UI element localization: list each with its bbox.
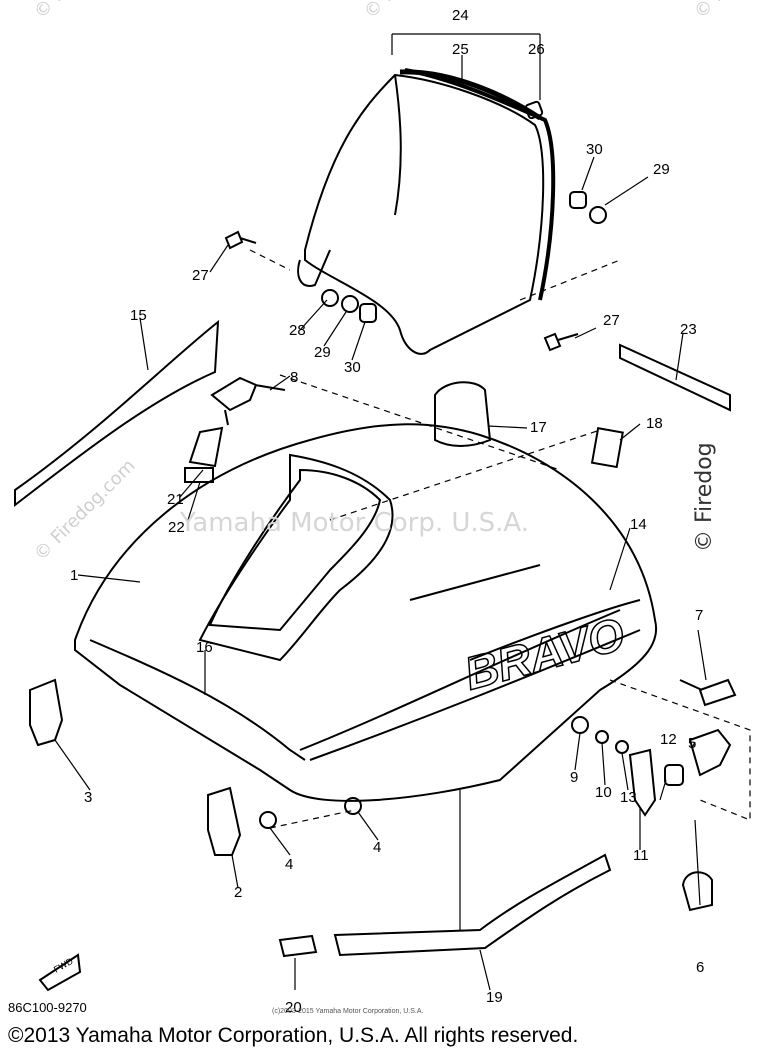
washer-part	[321, 289, 339, 307]
washer-part	[341, 295, 359, 313]
callout-number: 10	[595, 784, 612, 801]
copyright-notice: ©2013 Yamaha Motor Corporation, U.S.A. A…	[8, 1024, 579, 1047]
side-decal	[14, 319, 220, 508]
callout-number: 4	[373, 839, 382, 856]
callout-number: 12	[660, 731, 677, 748]
callout-number: 21	[167, 491, 184, 508]
emblem-part	[590, 427, 624, 469]
callout-number: 14	[630, 516, 647, 533]
bracket-part	[210, 376, 286, 426]
callout-number: 22	[168, 519, 185, 536]
callout-number: 9	[570, 769, 579, 786]
callout-number: 29	[653, 161, 670, 178]
nut-part	[569, 191, 587, 209]
callout-number: 24	[452, 7, 469, 24]
callout-number: 8	[290, 369, 299, 386]
callout-number: 30	[344, 359, 361, 376]
callout-number: 26	[528, 41, 545, 58]
callout-number: 27	[603, 312, 620, 329]
callout-number: 18	[646, 415, 663, 432]
callout-number: 27	[192, 267, 209, 284]
windshield	[297, 68, 556, 355]
small-copyright: (c)2003-2015 Yamaha Motor Corporation, U…	[272, 1008, 424, 1015]
callout-number: 3	[84, 789, 93, 806]
knob-part	[681, 871, 713, 912]
leader-lines	[54, 33, 751, 991]
washer-part	[589, 206, 607, 224]
watermark: © Firedog	[692, 442, 717, 552]
screw-part	[543, 332, 579, 352]
latch-part	[688, 728, 732, 777]
clip-part	[524, 100, 544, 120]
latch-part	[679, 678, 737, 707]
callout-number: 1	[70, 567, 79, 584]
panel-part	[434, 381, 492, 447]
spacer-part	[664, 764, 684, 786]
washer-part	[595, 730, 609, 744]
callout-number: 13	[620, 789, 637, 806]
callout-number: 20	[285, 999, 302, 1016]
callout-number: 11	[633, 847, 649, 864]
hood	[74, 423, 658, 802]
hinge-part	[207, 786, 242, 856]
block-part	[278, 934, 318, 958]
part-number: 86C100-9270	[8, 1000, 87, 1015]
callout-number: 16	[196, 639, 213, 656]
grommet-part	[344, 797, 362, 815]
callout-number: 2	[234, 884, 243, 901]
washer-part	[615, 740, 629, 754]
callout-number: 5	[688, 735, 697, 752]
callout-number: 28	[289, 322, 306, 339]
seal-strip	[333, 853, 612, 957]
callout-number: 23	[680, 321, 697, 338]
callout-number: 17	[530, 419, 547, 436]
callout-number: 30	[586, 141, 603, 158]
fwd-arrow-icon	[38, 953, 82, 992]
callout-number: 6	[696, 959, 705, 976]
watermark: Yamaha Motor Corp. U.S.A.	[180, 508, 530, 538]
callout-number: 25	[452, 41, 469, 58]
callout-number: 7	[695, 607, 704, 624]
pad-part	[184, 467, 214, 483]
pad-part	[188, 426, 224, 468]
callout-number: 29	[314, 344, 331, 361]
callout-number: 15	[130, 307, 147, 324]
grommet-part	[259, 811, 277, 829]
bar-part	[619, 343, 731, 412]
bravo-decal: BRAVO	[459, 607, 630, 699]
nut-part	[359, 303, 377, 323]
hinge-part	[29, 678, 64, 747]
callout-number: 19	[486, 989, 503, 1006]
nut-part	[571, 716, 589, 734]
latch-arm	[628, 748, 657, 817]
callout-number: 4	[285, 856, 294, 873]
screw-part	[224, 230, 257, 250]
